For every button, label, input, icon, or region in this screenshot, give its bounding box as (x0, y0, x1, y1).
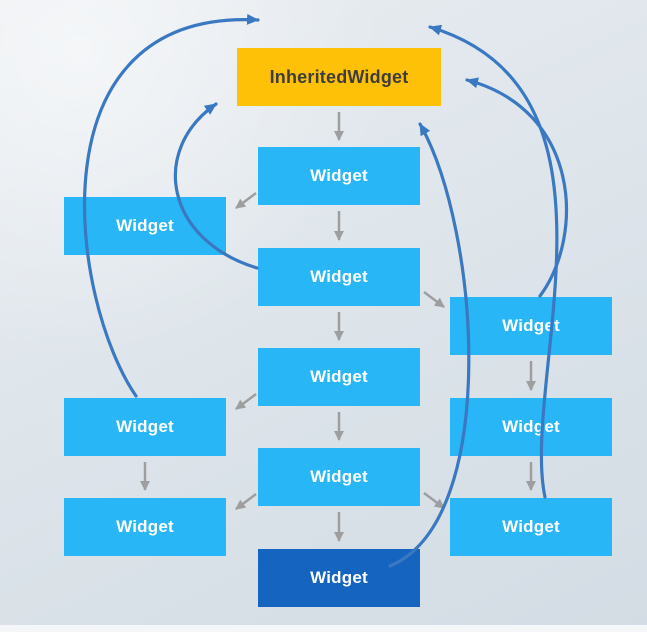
node-left-widget-2: Widget (64, 398, 226, 456)
node-right-widget-2: Widget (450, 398, 612, 456)
node-inherited-widget: InheritedWidget (237, 48, 441, 106)
node-center-widget-5: Widget (258, 549, 420, 607)
tree-arrow-center-1-to-left-1 (235, 192, 257, 209)
node-label: Widget (310, 467, 368, 486)
node-label: Widget (116, 216, 174, 235)
node-right-widget-3: Widget (450, 498, 612, 556)
node-center-widget-3: Widget (258, 348, 420, 406)
dep-arrow-right-1-to-inherited (465, 77, 569, 298)
node-left-widget-1: Widget (64, 197, 226, 255)
node-label: Widget (116, 517, 174, 536)
node-label: Widget (310, 367, 368, 386)
node-left-widget-3: Widget (64, 498, 226, 556)
node-right-widget-1: Widget (450, 297, 612, 355)
node-center-widget-1: Widget (258, 147, 420, 205)
node-label: Widget (310, 166, 368, 185)
node-label: Widget (310, 568, 368, 587)
node-center-widget-2: Widget (258, 248, 420, 306)
node-label: Widget (502, 517, 560, 536)
tree-arrow-center-4-to-left-3 (235, 493, 257, 510)
node-label: Widget (502, 316, 560, 335)
node-label: Widget (116, 417, 174, 436)
slide-bottom-edge (0, 625, 647, 632)
node-label: Widget (502, 417, 560, 436)
node-center-widget-4: Widget (258, 448, 420, 506)
tree-arrow-center-4-to-right-3 (423, 492, 445, 509)
tree-arrow-center-3-to-left-2 (235, 393, 257, 410)
tree-arrow-center-2-to-right-1 (423, 291, 445, 308)
node-label: InheritedWidget (269, 66, 409, 87)
node-label: Widget (310, 267, 368, 286)
